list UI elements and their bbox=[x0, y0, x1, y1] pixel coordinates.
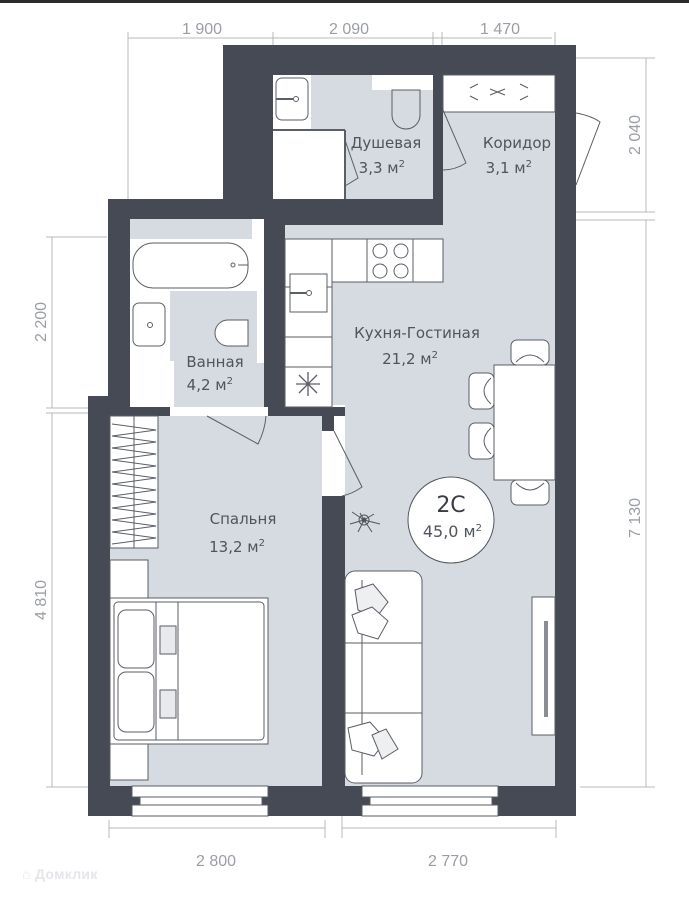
dim-left-1: 2 200 bbox=[33, 302, 50, 342]
tv-console bbox=[531, 596, 556, 736]
corridor-wardrobe bbox=[442, 74, 556, 113]
cushion bbox=[159, 689, 177, 719]
snowflake-icon bbox=[296, 372, 320, 396]
dim-bottom-2: 2 770 bbox=[428, 853, 468, 870]
watermark-label: Домклик bbox=[34, 866, 98, 882]
room-name-corridor: Коридор bbox=[483, 134, 551, 152]
room-name-bathroom: Ванная bbox=[186, 353, 243, 371]
bathroom-sink bbox=[132, 302, 166, 347]
pillow bbox=[117, 609, 155, 669]
dim-top-3: 1 470 bbox=[480, 21, 520, 38]
fixture-details bbox=[111, 83, 601, 775]
watermark: ⌂ Домклик bbox=[22, 866, 98, 882]
sofa-pillow bbox=[351, 606, 389, 640]
apartment-total-area: 45,0 м2 bbox=[423, 522, 482, 541]
room-name-bedroom: Спальня bbox=[210, 510, 277, 528]
bed bbox=[109, 597, 269, 745]
dim-top-1: 1 900 bbox=[182, 21, 222, 38]
shower-toilet bbox=[391, 89, 421, 130]
apartment-type: 2С bbox=[436, 493, 465, 518]
cushion bbox=[159, 625, 177, 655]
dim-left-2: 4 810 bbox=[33, 580, 50, 620]
entrance-door bbox=[575, 112, 601, 186]
plant-icon bbox=[349, 511, 381, 533]
dim-top-2: 2 090 bbox=[329, 21, 369, 38]
room-name-shower: Душевая bbox=[351, 134, 422, 152]
dining-table bbox=[493, 364, 556, 481]
dim-right-1: 2 040 bbox=[627, 115, 644, 155]
apartment-badge bbox=[407, 476, 495, 564]
room-area-bathroom: 4,2 м2 bbox=[187, 376, 233, 394]
dim-bottom-1: 2 800 bbox=[196, 853, 236, 870]
bathroom-toilet bbox=[214, 319, 249, 347]
shower-door bbox=[344, 139, 359, 187]
room-area-shower: 3,3 м2 bbox=[359, 159, 405, 177]
room-area-corridor: 3,1 м2 bbox=[486, 159, 532, 177]
bedroom-door bbox=[333, 430, 363, 497]
room-area-kitchen-living: 21,2 м2 bbox=[382, 350, 438, 368]
top-bar bbox=[0, 0, 689, 3]
tv bbox=[544, 621, 548, 717]
shower-corridor-door bbox=[442, 109, 467, 171]
home-icon: ⌂ bbox=[22, 866, 31, 882]
interior-walls bbox=[110, 75, 576, 786]
pillow bbox=[117, 671, 155, 733]
dim-right-2: 7 130 bbox=[627, 498, 644, 538]
room-area-bedroom: 13,2 м2 bbox=[209, 538, 265, 556]
room-name-kitchen-living: Кухня-Гостиная bbox=[354, 324, 480, 342]
bathroom-door bbox=[206, 415, 267, 445]
shower-tray bbox=[273, 130, 345, 199]
sofa-pillow bbox=[354, 583, 389, 619]
sofa-pillow bbox=[371, 728, 399, 760]
